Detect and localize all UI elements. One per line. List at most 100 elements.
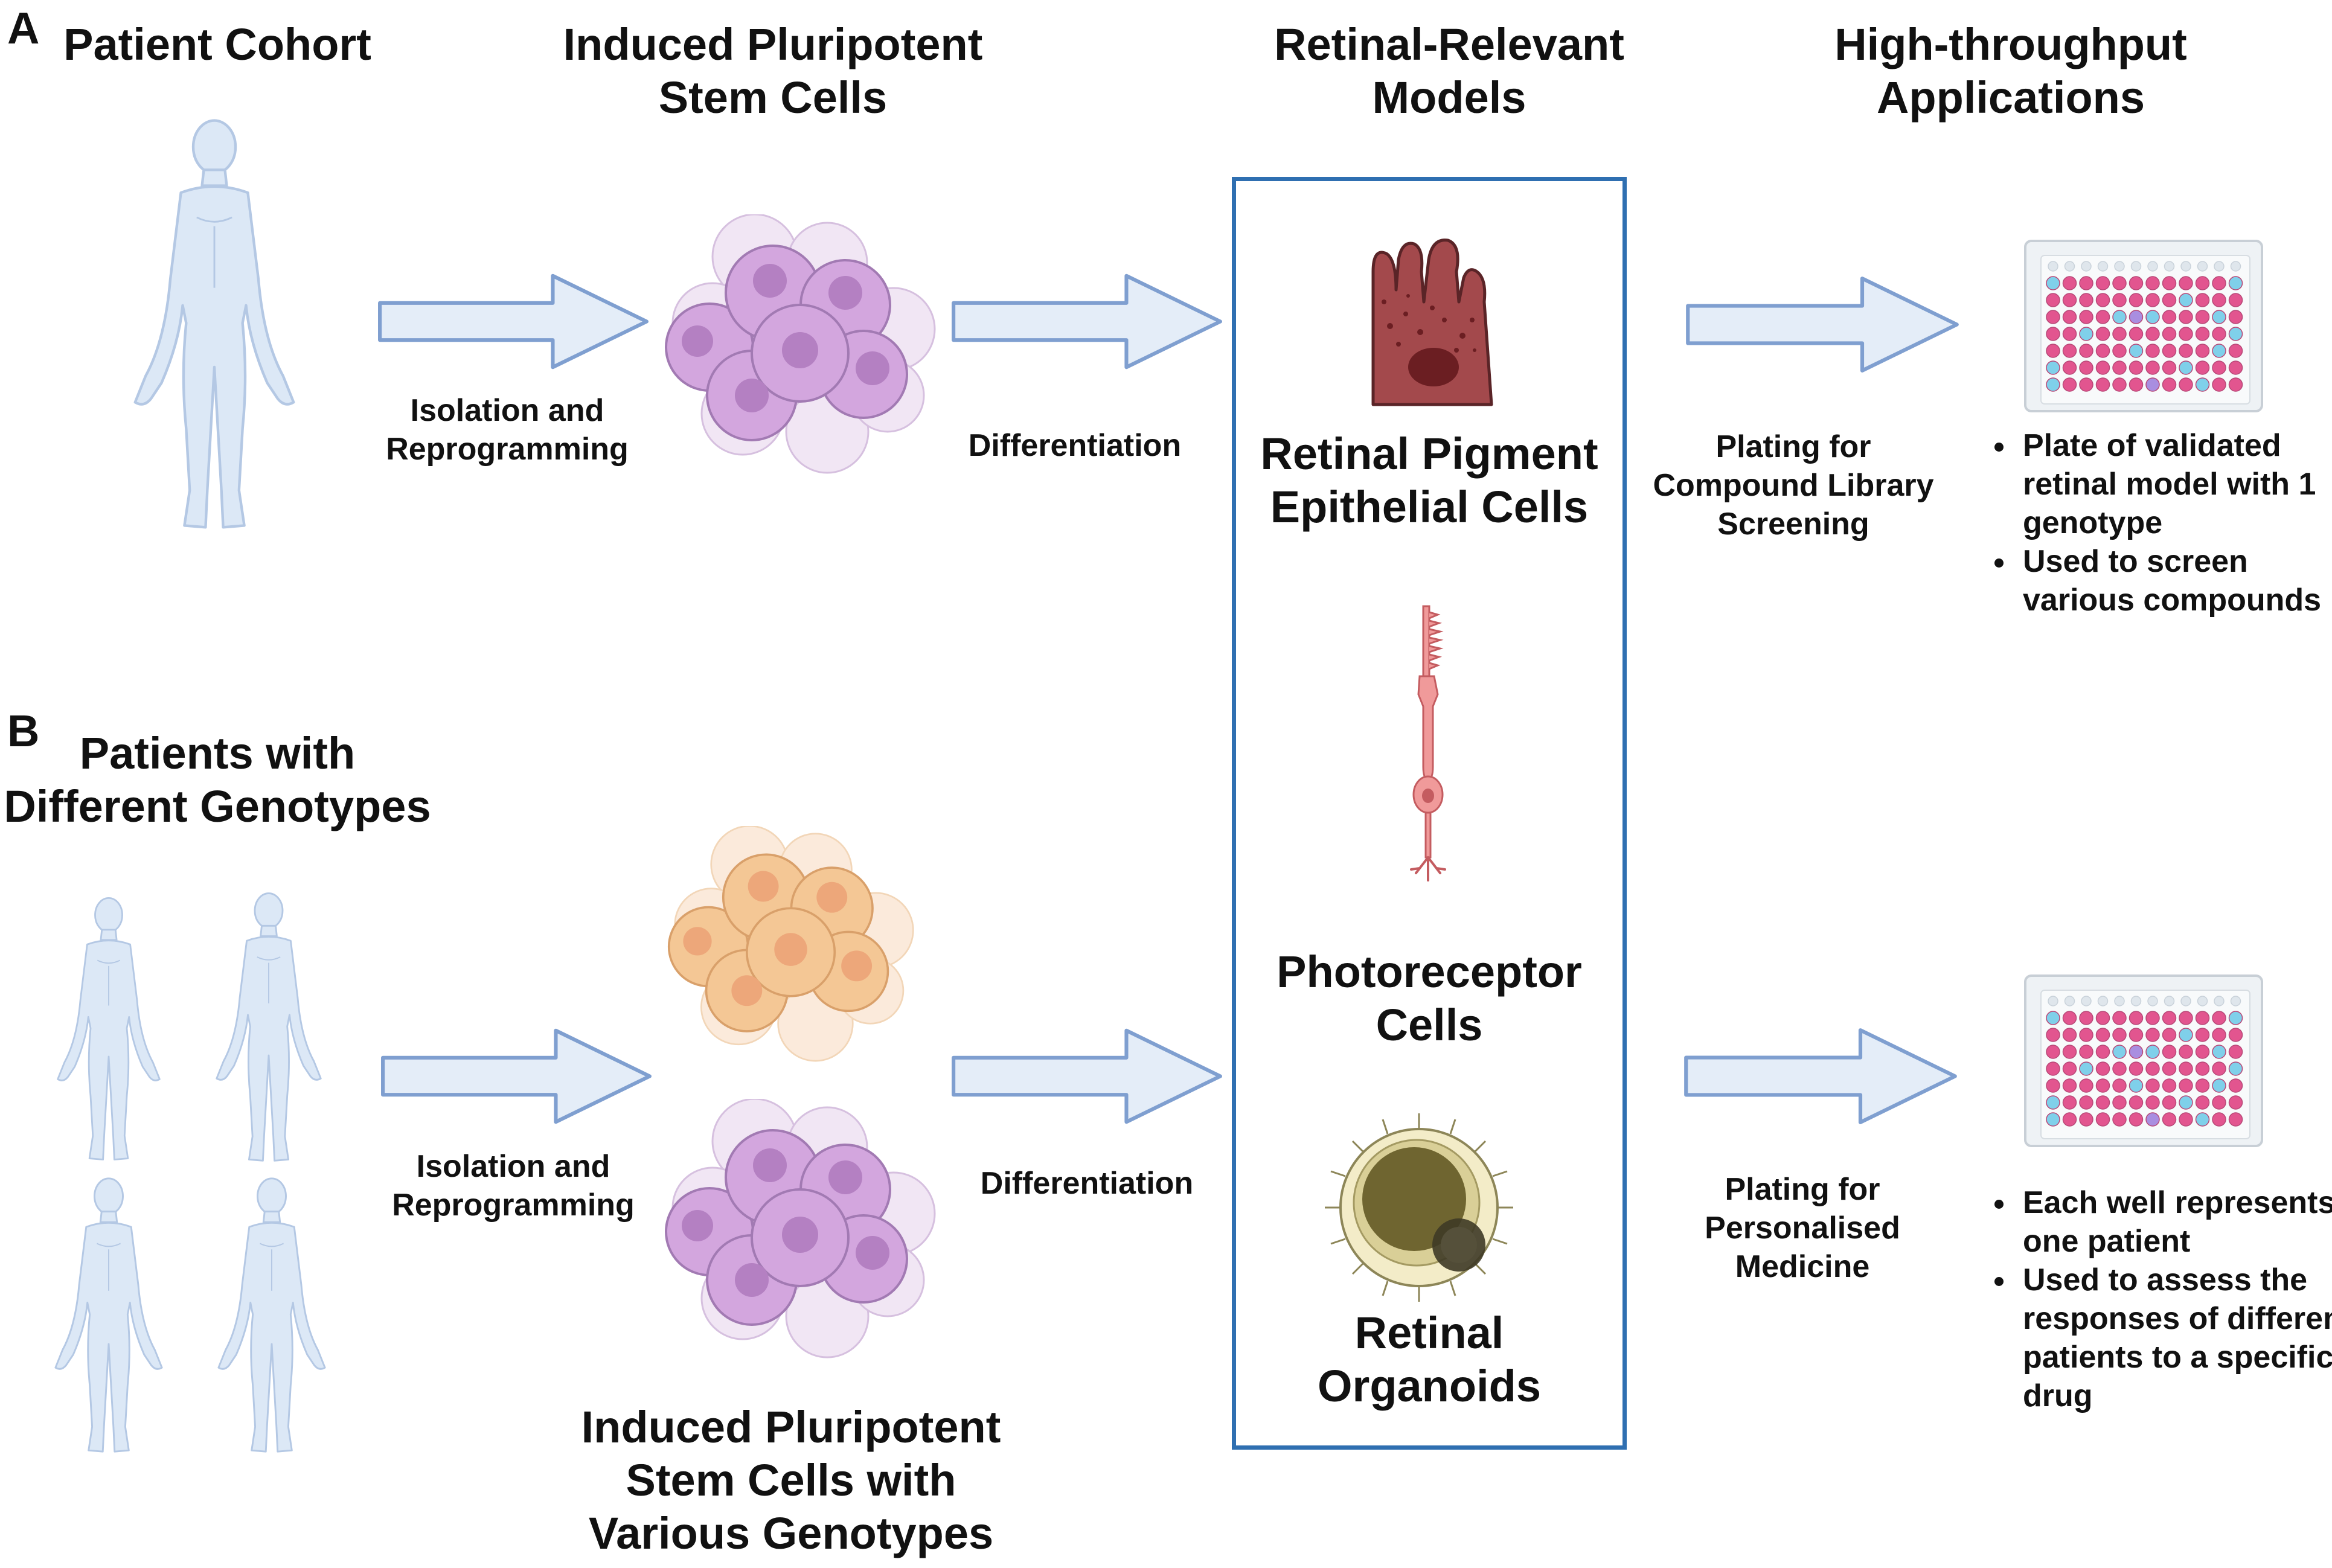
well: [2112, 327, 2127, 341]
well: [2228, 1078, 2243, 1093]
heading-hts: High-throughput Applications: [1834, 19, 2187, 123]
well: [2064, 261, 2075, 272]
well: [2162, 276, 2177, 290]
well: [2046, 310, 2060, 324]
well: [2195, 276, 2210, 290]
right-arrow-icon: [951, 1026, 1223, 1126]
well: [2212, 327, 2226, 341]
well: [2095, 1045, 2110, 1059]
well: [2228, 1095, 2243, 1110]
well: [2079, 1112, 2093, 1127]
well-plate-icon: [2024, 240, 2263, 412]
well: [2164, 261, 2175, 272]
well: [2162, 1028, 2177, 1042]
well: [2112, 293, 2127, 307]
well: [2081, 996, 2092, 1006]
right-arrow-icon: [380, 1026, 652, 1126]
well: [2195, 1112, 2210, 1127]
well: [2195, 377, 2210, 392]
well: [2062, 1112, 2077, 1127]
label-organoids: Retinal Organoids: [1317, 1308, 1542, 1411]
retinal-organoid-icon: [1325, 1113, 1513, 1302]
well: [2162, 1078, 2177, 1093]
well: [2079, 1011, 2093, 1025]
rpe-cell-icon: [1371, 238, 1493, 406]
well: [2179, 1095, 2193, 1110]
well: [2079, 1028, 2093, 1042]
label-differentiation-a: Differentiation: [968, 428, 1182, 463]
well: [2179, 327, 2193, 341]
well: [2195, 310, 2210, 324]
well: [2195, 360, 2210, 375]
well: [2162, 1095, 2177, 1110]
well: [2228, 327, 2243, 341]
well: [2062, 276, 2077, 290]
label-isolation-b: Isolation and Reprogramming: [392, 1149, 635, 1223]
label-plating-b: Plating for Personalised Medicine: [1705, 1172, 1900, 1284]
well: [2179, 344, 2193, 358]
bullets-b: Each well represents one patient Used to…: [1981, 1183, 2332, 1415]
well: [2228, 1045, 2243, 1059]
well: [2228, 1028, 2243, 1042]
well: [2095, 293, 2110, 307]
well: [2095, 1011, 2110, 1025]
well: [2095, 344, 2110, 358]
well: [2228, 360, 2243, 375]
panel-letter-b: B: [7, 706, 40, 756]
well: [2230, 261, 2241, 272]
well: [2162, 293, 2177, 307]
well: [2062, 1078, 2077, 1093]
well: [2162, 310, 2177, 324]
bullets-a: Plate of validated retinal model with 1 …: [1981, 426, 2332, 619]
well: [2180, 996, 2191, 1006]
well: [2046, 1011, 2060, 1025]
well: [2145, 1078, 2160, 1093]
well: [2228, 293, 2243, 307]
well: [2062, 293, 2077, 307]
well: [2179, 276, 2193, 290]
well: [2195, 1061, 2210, 1076]
well: [2214, 996, 2225, 1006]
well: [2112, 1095, 2127, 1110]
well: [2197, 261, 2208, 272]
well: [2145, 1011, 2160, 1025]
well: [2162, 1011, 2177, 1025]
well: [2097, 996, 2109, 1006]
well-plate-icon: [2024, 974, 2263, 1147]
well: [2062, 1095, 2077, 1110]
well: [2212, 377, 2226, 392]
well: [2195, 1078, 2210, 1093]
well: [2228, 276, 2243, 290]
well: [2180, 261, 2191, 272]
well: [2162, 360, 2177, 375]
well: [2112, 1011, 2127, 1025]
human-figure-icon: [217, 1177, 326, 1453]
well: [2212, 1028, 2226, 1042]
well: [2046, 377, 2060, 392]
bullet-item: Used to assess the responses of differen…: [2017, 1261, 2332, 1415]
well: [2079, 1095, 2093, 1110]
well: [2048, 261, 2058, 272]
well: [2179, 1112, 2193, 1127]
well: [2162, 327, 2177, 341]
well: [2179, 1061, 2193, 1076]
well: [2062, 1045, 2077, 1059]
heading-patient-cohort: Patient Cohort: [63, 19, 371, 69]
well: [2095, 1095, 2110, 1110]
well: [2195, 1011, 2210, 1025]
well: [2212, 1011, 2226, 1025]
well: [2079, 327, 2093, 341]
well: [2129, 1061, 2144, 1076]
well: [2130, 996, 2142, 1006]
well: [2145, 1061, 2160, 1076]
well: [2112, 276, 2127, 290]
well: [2162, 1112, 2177, 1127]
well: [2095, 1028, 2110, 1042]
human-figure-icon: [215, 892, 322, 1162]
well: [2179, 360, 2193, 375]
well: [2079, 1045, 2093, 1059]
ipsc-colony-icon: [667, 826, 915, 1062]
well: [2212, 1095, 2226, 1110]
well: [2062, 360, 2077, 375]
heading-ipsc: Induced Pluripotent Stem Cells: [563, 19, 983, 123]
